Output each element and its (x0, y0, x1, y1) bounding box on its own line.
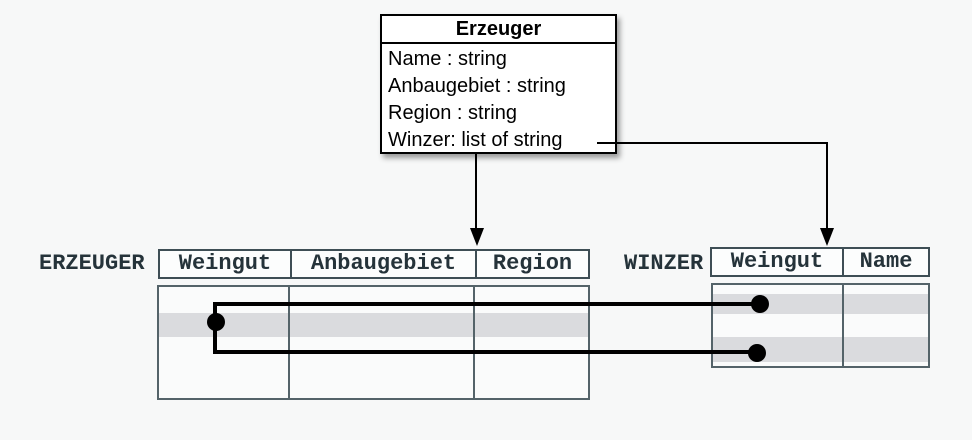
erzeuger-shaded-row (159, 313, 588, 337)
winzer-column-weingut: Weingut (730, 249, 824, 274)
link-dot-winzer-row2 (751, 295, 769, 313)
arrow-down-icon (470, 228, 484, 246)
class-box-attributes: Name : string Anbaugebiet : string Regio… (382, 44, 615, 154)
class-box-title: Erzeuger (382, 16, 615, 44)
arrow-winzer-hline (597, 142, 828, 144)
erzeuger-table-label: ERZEUGER (39, 251, 145, 276)
link-line-top (213, 302, 762, 306)
winzer-table-label: WINZER (624, 251, 704, 276)
class-attribute-name: Name : string (388, 48, 507, 70)
link-line-bottom (213, 350, 759, 354)
erzeuger-column-divider (473, 287, 475, 398)
link-dot-winzer-row4 (748, 344, 766, 362)
erzeuger-column-region: Region (475, 251, 588, 277)
winzer-column-name: Name (842, 249, 928, 275)
erzeuger-column-weingut: Weingut (178, 251, 272, 276)
winzer-table-body (711, 283, 930, 368)
arrow-down-icon (820, 228, 834, 246)
link-dot-erzeuger-row (207, 313, 225, 331)
class-attribute-region: Region : string (388, 102, 517, 124)
arrow-winzer-vline (826, 142, 828, 228)
erzeuger-table-header: Weingut Anbaugebiet Region (158, 249, 590, 279)
class-box-erzeuger: Erzeuger Name : string Anbaugebiet : str… (380, 14, 617, 154)
winzer-table-header: Weingut Name (710, 247, 930, 277)
winzer-column-divider (842, 285, 844, 366)
erzeuger-column-anbaugebiet: Anbaugebiet (290, 251, 475, 277)
class-attribute-winzer: Winzer: list of string (388, 129, 563, 151)
erzeuger-column-divider (288, 287, 290, 398)
class-attribute-anbaugebiet: Anbaugebiet : string (388, 75, 566, 97)
arrow-erzeuger-line (475, 153, 477, 228)
